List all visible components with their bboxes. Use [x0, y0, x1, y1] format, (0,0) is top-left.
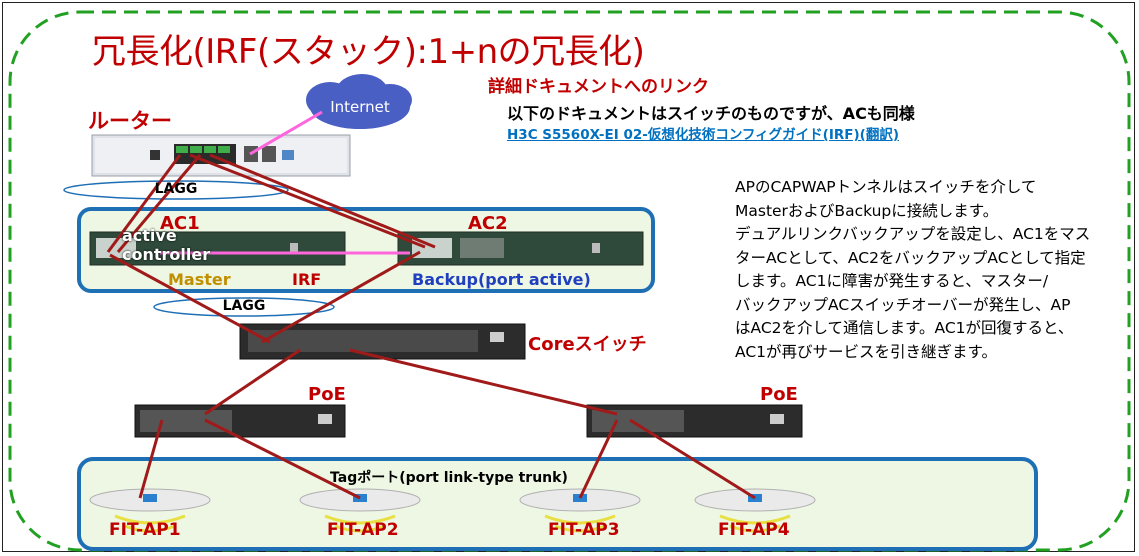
- ap1-device: [89, 488, 211, 533]
- link-router-ac1: [116, 154, 202, 253]
- link-poe1-ap2: [204, 418, 361, 500]
- lagg-ellipse: [63, 180, 289, 200]
- ac2-label: AC2: [468, 213, 508, 234]
- link-router-internet: [249, 110, 323, 156]
- explanation-line: MasterおよびBackupに接続します。: [735, 201, 999, 220]
- poe-switch-2-device: [586, 404, 803, 438]
- core-switch-label: Coreスイッチ: [528, 334, 647, 355]
- explanation-line: デュアルリンクバックアップを設定し、AC1をマス: [735, 225, 1091, 243]
- ac2-device: [397, 231, 644, 266]
- explanation-line: バックアップACスイッチオーバーが発生し、AP: [735, 295, 1071, 314]
- doc-link[interactable]: H3C S5560X-EI 02-仮想化技術コンフィグガイド(IRF)(翻訳): [507, 127, 899, 143]
- internet-cloud-icon: [306, 74, 412, 129]
- lagg-label: LAGG: [222, 298, 266, 314]
- ap4-device: [694, 488, 816, 533]
- link-ac1-core: [109, 253, 271, 344]
- explanation-line: はAC2を介して通信します。AC1が回復すると、: [735, 319, 1074, 337]
- internet-label: Internet: [330, 98, 390, 116]
- poe-label-2: PoE: [760, 384, 798, 405]
- irf-label: IRF: [292, 270, 322, 289]
- dashed-outer-border: [8, 10, 1131, 552]
- explanation-line: AC1が再びサービスを引き継ぎます。: [735, 342, 997, 361]
- link-router-ac2: [209, 153, 436, 249]
- ap4-label: FIT-AP4: [718, 520, 790, 540]
- explanation-line: APのCAPWAPトンネルはスイッチを介して: [735, 178, 1037, 196]
- ac1-state-line1: active: [122, 226, 177, 245]
- ac2-role: Backup(port active): [412, 270, 591, 289]
- ap2-label: FIT-AP2: [327, 520, 399, 540]
- link-poe2-ap3: [578, 419, 619, 499]
- explanation-text: APのCAPWAPトンネルはスイッチを介して MasterおよびBackupに接…: [735, 176, 1130, 364]
- link-core-poe2: [349, 348, 618, 416]
- lagg-ellipse: [153, 297, 335, 317]
- link-router-ac2: [189, 153, 426, 249]
- poe-switch-1-device: [134, 404, 346, 438]
- link-router-ac1: [106, 154, 182, 253]
- explanation-line: ターACとして、AC2をバックアップACとして指定: [735, 248, 1086, 267]
- ac1-state-line2: controller: [122, 245, 211, 264]
- poe-label-1: PoE: [308, 384, 346, 405]
- router-device: [91, 134, 351, 177]
- doc-link-heading: 詳細ドキュメントへのリンク: [488, 77, 709, 97]
- lagg-label: LAGG: [154, 181, 198, 197]
- ac1-role: Master: [168, 270, 231, 289]
- ap3-label: FIT-AP3: [548, 520, 620, 540]
- link-poe2-ap4: [629, 418, 756, 500]
- controller-group-box: [77, 207, 655, 293]
- doc-link-description: 以下のドキュメントはスイッチのものですが、ACも同様: [507, 104, 915, 123]
- network-links: [106, 153, 756, 500]
- tag-port-label: Tagポート(port link-type trunk): [330, 470, 568, 486]
- link-core-poe1: [204, 348, 301, 416]
- ac1-label: AC1: [160, 213, 200, 234]
- explanation-line: します。AC1に障害が発生すると、マスター/: [735, 272, 1049, 290]
- link-ac2-core: [261, 250, 421, 344]
- ap1-label: FIT-AP1: [109, 520, 181, 540]
- page-title: 冗長化(IRF(スタック):1+nの冗長化): [92, 32, 645, 72]
- router-label: ルーター: [88, 109, 172, 133]
- ac1-device: [89, 231, 346, 266]
- link-poe1-ap1: [138, 419, 164, 499]
